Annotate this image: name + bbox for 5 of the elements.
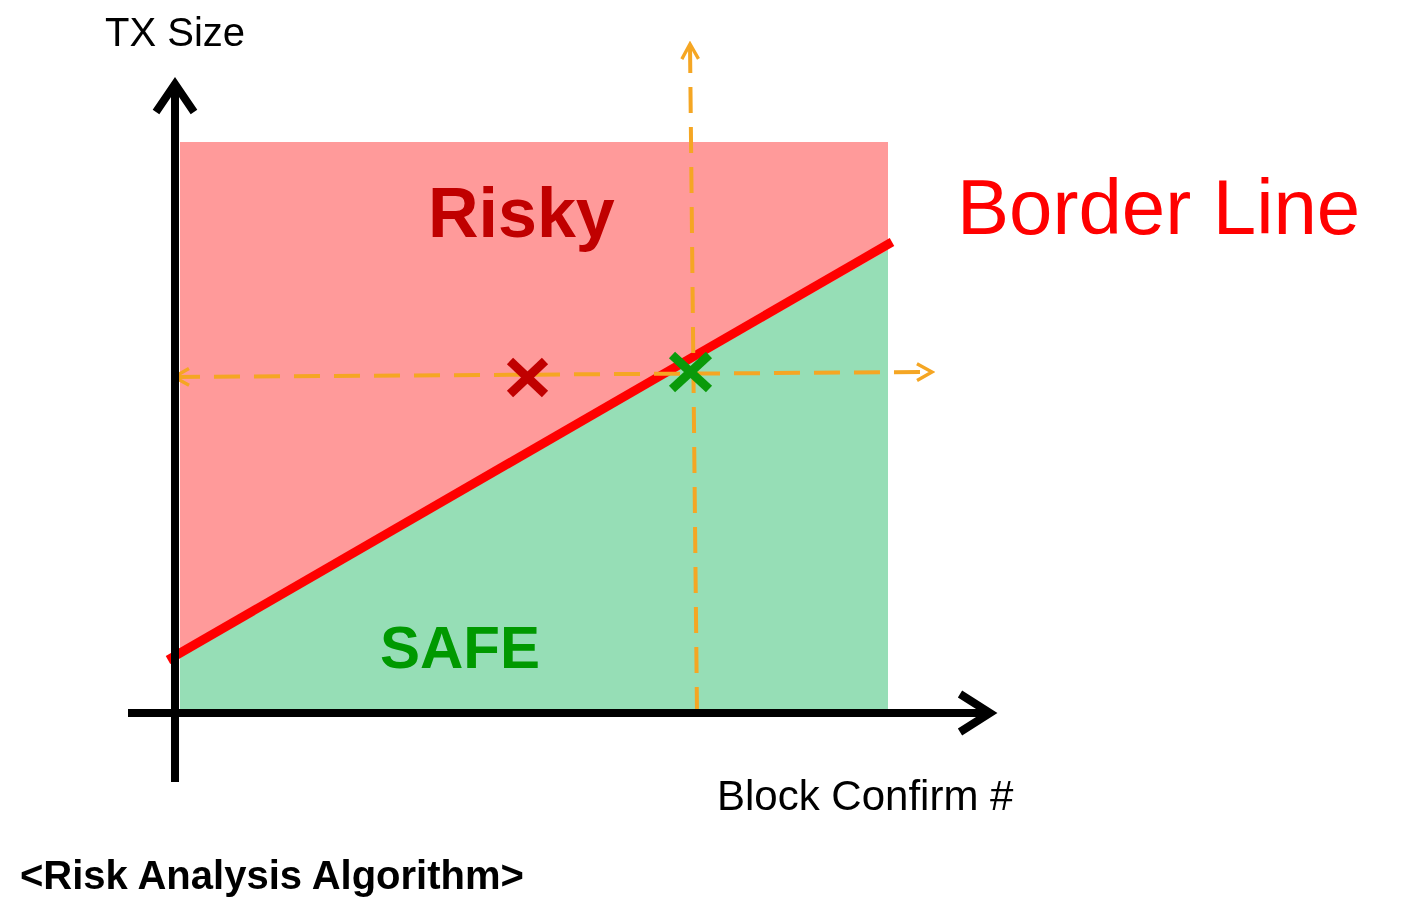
caption: <Risk Analysis Algorithm> (20, 855, 524, 895)
region-label: SAFE (380, 618, 541, 678)
line-label: Border Line (957, 168, 1361, 246)
axis-title: TX Size (105, 12, 246, 52)
axis-title: Block Confirm # (717, 775, 1014, 817)
